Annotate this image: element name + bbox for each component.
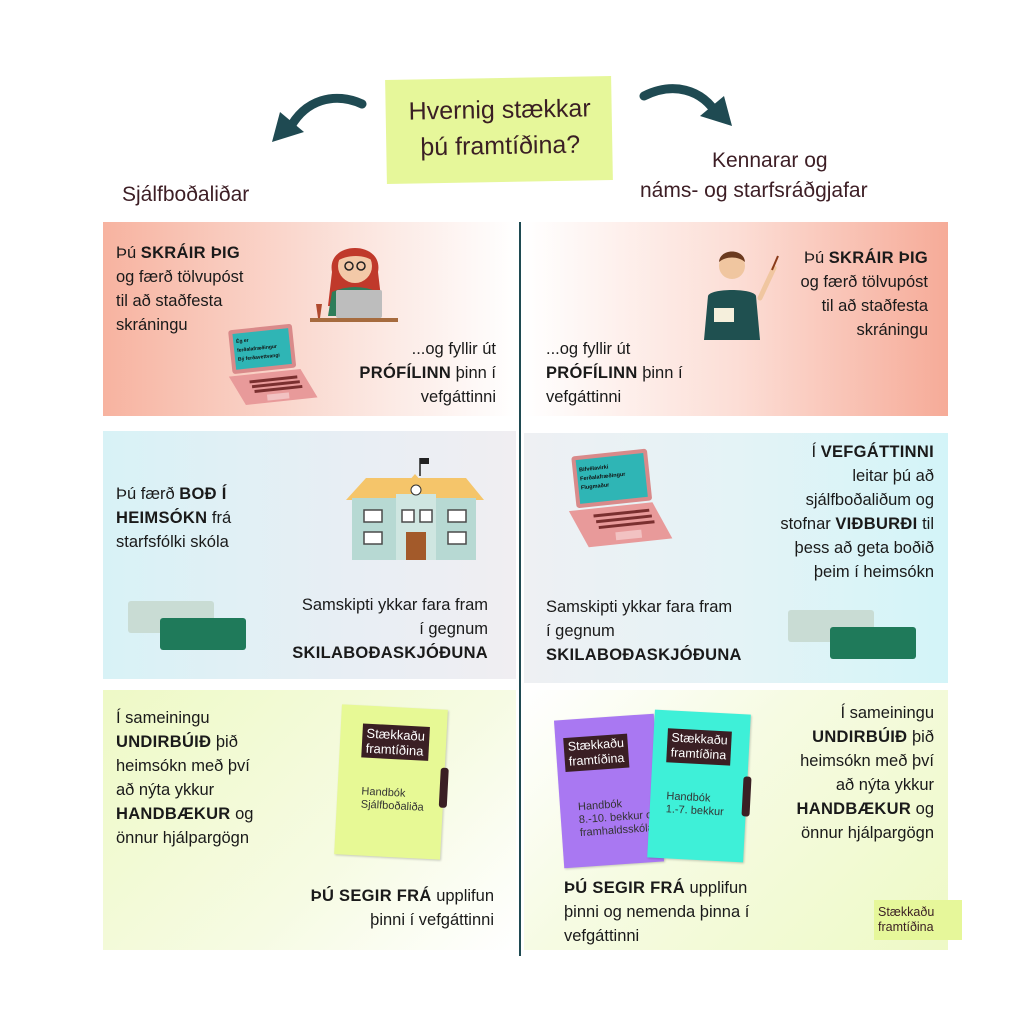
handbook-volunteers-title: Stækkaðu framtíðina [361, 723, 430, 761]
brand-badge-text: Stækkaðu framtíðina [878, 905, 935, 934]
panel-left-prepare [103, 690, 516, 950]
left-s3-text: Í sameiningu UNDIRBÚIÐ þið heimsókn með … [116, 709, 254, 847]
title-box: Hvernig stækkar þú framtíðina? [385, 76, 613, 184]
right-s2-text: Í VEFGÁTTINNI leitar þú að sjálfboðaliðu… [780, 443, 934, 581]
column-divider [519, 222, 521, 956]
teacher-illustration [704, 251, 779, 340]
column-title-teachers-line2: náms- og starfsráðgjafar [640, 179, 868, 202]
page-title: Hvernig stækkar þú framtíðina? [408, 94, 591, 162]
right-arrow-icon [639, 84, 732, 126]
left-s1-text: Þú SKRÁIR ÞIG og færð tölvupóst til að s… [116, 244, 244, 334]
chat-bubble-green-right [830, 627, 916, 659]
right-s3-share-text: ÞÚ SEGIR FRÁ upplifun þinni og nemenda þ… [564, 879, 750, 945]
woman-at-laptop-illustration [310, 248, 398, 322]
laptop-left-illustration [228, 324, 318, 405]
right-s1-profile-text: ...og fyllir út PRÓFÍLINN þinn í vefgátt… [546, 340, 683, 406]
handbook-grades-1-7: Stækkaðu framtíðina Handbók 1.-7. bekkur [647, 709, 752, 863]
left-s1-profile-text: ...og fyllir út PRÓFÍLINN þinn í vefgátt… [359, 340, 496, 406]
handbook-teal-label: Handbók 1.-7. bekkur [665, 790, 725, 819]
handbook-volunteers: Stækkaðu framtíðina Handbók Sjálfboðalið… [334, 704, 449, 860]
laptop-right-illustration [568, 448, 673, 548]
school-building-illustration [346, 458, 484, 560]
chat-bubble-green-left [160, 618, 246, 650]
column-title-teachers-line1: Kennarar og [712, 149, 828, 172]
right-s2-messages-text: Samskipti ykkar fara fram í gegnum SKILA… [546, 598, 742, 664]
column-title-volunteers: Sjálfboðaliðar [122, 183, 250, 206]
handbook-purple-title: Stækkaðu framtíðina [563, 733, 630, 772]
handbook-volunteers-label: Handbók Sjálfboðaliða [360, 785, 425, 814]
right-s1-text: Þú SKRÁIR ÞIG og færð tölvupóst til að s… [800, 249, 929, 339]
left-s2-text: Þú færð BOÐ Í HEIMSÓKN frá starfsfólki s… [116, 485, 232, 551]
left-arrow-icon [272, 93, 367, 142]
brand-badge: Stækkaðu framtíðina [874, 900, 962, 940]
handbook-teal-title: Stækkaðu framtíðina [666, 728, 733, 766]
left-s3-share-text: ÞÚ SEGIR FRÁ upplifun þinni í vefgáttinn… [310, 887, 494, 929]
right-s3-text: Í sameiningu UNDIRBÚIÐ þið heimsókn með … [796, 704, 934, 842]
left-s2-messages-text: Samskipti ykkar fara fram í gegnum SKILA… [292, 596, 488, 662]
handbook-purple-label: Handbók 8.-10. bekkur og framhaldsskóla [577, 798, 659, 840]
panel-left-register [103, 222, 516, 416]
